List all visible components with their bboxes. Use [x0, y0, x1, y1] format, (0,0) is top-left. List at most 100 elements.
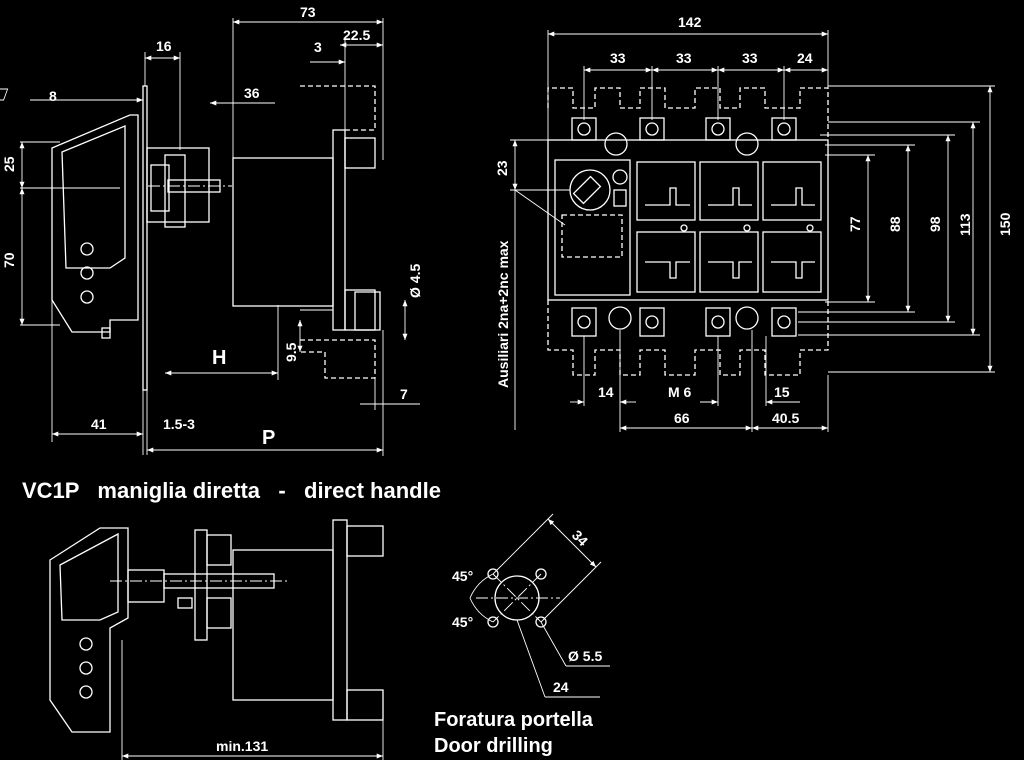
shaft-screw [177, 597, 193, 609]
pole-pin [806, 224, 814, 232]
flatness-label: 8 [49, 88, 57, 104]
indicator-circle [612, 169, 628, 185]
dim-line-34 [547, 518, 597, 568]
adapter [127, 569, 165, 603]
extension-block [206, 597, 232, 629]
dim-min131-label: min.131 [216, 738, 268, 754]
bottom-side-view: min.131 [49, 519, 384, 760]
handle-mechanism [554, 159, 631, 296]
dim-113-label: 113 [957, 213, 973, 236]
dim-66-label: 66 [674, 410, 690, 426]
screw [577, 315, 591, 329]
dim-33a-label: 33 [610, 50, 626, 66]
switch-clip-bottom [344, 289, 376, 331]
dim-14-label: 14 [598, 384, 614, 400]
leader-5-5 [540, 621, 567, 667]
terminal [639, 307, 665, 337]
fix-hole [535, 568, 547, 580]
dim-77-label: 77 [847, 216, 863, 232]
screw [645, 315, 659, 329]
mount-hole [735, 306, 759, 330]
caption-it: Foratura portella [434, 709, 594, 731]
terminal [771, 307, 797, 337]
indicator-I [613, 189, 627, 207]
angle-bottom-label: 45° [452, 614, 473, 630]
screw [711, 315, 725, 329]
mount-hole [735, 132, 759, 156]
leader-24 [516, 619, 546, 698]
pole [762, 231, 822, 293]
label-H: H [212, 347, 226, 369]
dim-25-label: 25 [1, 156, 17, 172]
mount-hole [604, 132, 628, 156]
handle-hole [80, 242, 94, 256]
pole-contact [771, 261, 815, 279]
screw [777, 122, 791, 136]
aux-contact-area [561, 214, 623, 258]
dim-3-label: 3 [314, 39, 322, 55]
dim-dia-4-5-label: Ø 4.5 [407, 264, 423, 298]
dim-70-label: 70 [1, 252, 17, 268]
screw [777, 315, 791, 329]
fix-hole [487, 568, 499, 580]
terminal [705, 307, 731, 337]
angle-arc [469, 573, 494, 599]
dim-24-label: 24 [553, 679, 569, 695]
dim-34-label: 34 [569, 527, 591, 549]
screw [577, 122, 591, 136]
terminal [571, 117, 597, 141]
dim-73-label: 73 [300, 4, 316, 20]
switch-clip-top [344, 137, 376, 169]
dim-7-label: 7 [400, 386, 408, 402]
pole-contact [708, 261, 752, 279]
top-terminal-cover [547, 87, 829, 140]
rotary-handle [569, 169, 611, 211]
flatness-icon [0, 88, 9, 101]
switch-front [332, 129, 346, 331]
dim-15-label: 15 [774, 384, 790, 400]
adapter-block [146, 147, 210, 223]
terminal [571, 307, 597, 337]
pole [699, 231, 759, 293]
adapter-coupler [164, 154, 186, 228]
pole-pin [743, 224, 751, 232]
pole [762, 161, 822, 221]
handle-inner [61, 125, 126, 269]
section-title: VC1P maniglia diretta - direct handle [22, 478, 441, 503]
handle-hole [79, 685, 93, 699]
pole-contact [645, 187, 690, 206]
dim-33b-label: 33 [676, 50, 692, 66]
switch-body [232, 549, 334, 701]
terminal-cover-top [300, 85, 376, 131]
dim-1-5-3-label: 1.5-3 [163, 416, 195, 432]
dim-41-label: 41 [91, 416, 107, 432]
pole-contact [645, 261, 690, 279]
screw [711, 122, 725, 136]
diag-line [492, 573, 542, 623]
handle-outline [51, 114, 139, 333]
door-panel [142, 85, 148, 391]
extension-plate [194, 529, 208, 641]
handle-inner [59, 532, 119, 621]
handle-outline [49, 527, 129, 733]
handle-hole [80, 290, 94, 304]
diag-line [492, 573, 542, 623]
aux-leader [514, 189, 566, 226]
terminal [771, 117, 797, 141]
bottom-terminal-cover [547, 300, 829, 376]
extension-block [206, 534, 232, 566]
ext-line [540, 561, 602, 623]
poles [636, 161, 822, 293]
adapter-hatch [150, 164, 170, 212]
pole [699, 161, 759, 221]
front-view: 142 33 33 33 24 23 Ausiliari 2na+2nc max [494, 14, 1013, 432]
screw [645, 122, 659, 136]
switch-clip-bottom [346, 689, 384, 721]
pole-contact [708, 187, 752, 206]
dim-150-label: 150 [997, 212, 1013, 236]
side-view: 73 16 3 22.5 36 8 25 70 H 9.5 Ø 4.5 7 [0, 4, 423, 456]
rotary-handle-bar [572, 175, 602, 205]
fix-hole [487, 616, 499, 628]
dim-40-5-label: 40.5 [772, 410, 799, 426]
switch-clip-top [346, 525, 384, 557]
